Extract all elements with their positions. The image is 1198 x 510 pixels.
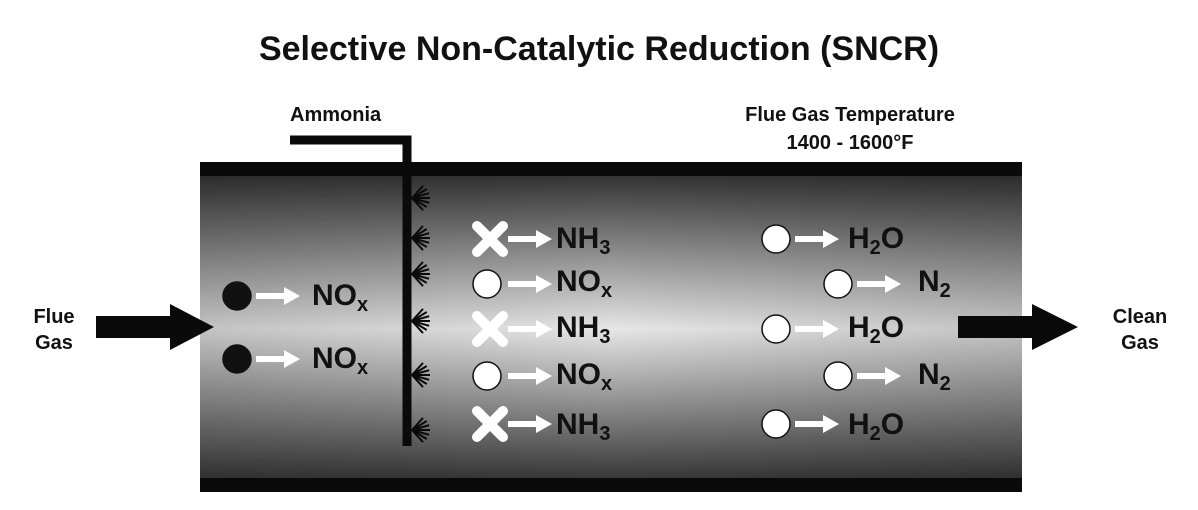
injection-species: NH3 — [556, 311, 611, 348]
inlet-species: NOx — [312, 342, 369, 379]
molecule-circle — [761, 409, 791, 439]
flow-arrow-head — [536, 320, 552, 338]
ammonia-label: Ammonia — [290, 104, 382, 126]
clean-gas-label-line1: Clean — [1112, 306, 1168, 328]
flow-arrow-head — [284, 350, 300, 368]
flow-arrow-head — [885, 367, 901, 385]
ammonia-cross — [472, 311, 508, 347]
flow-arrow-head — [536, 275, 552, 293]
flow-arrow-head — [885, 275, 901, 293]
flue-gas-label-line1: Flue — [33, 306, 75, 328]
flow-arrow-head — [823, 415, 839, 433]
clean-gas-outlet-arrow — [958, 304, 1078, 350]
flue-gas-label-line2: Gas — [35, 332, 73, 354]
molecule-circle — [761, 224, 791, 254]
injection-nozzles — [411, 185, 430, 443]
product-species: H2O — [848, 222, 905, 259]
spray-ray — [411, 374, 424, 388]
spray-ray — [411, 237, 424, 251]
injection-species: NOx — [556, 358, 613, 395]
ammonia-injection-pipe — [290, 135, 412, 446]
injection-species: NH3 — [556, 408, 611, 445]
temperature-label-line2: 1400 - 1600°F — [786, 132, 914, 154]
molecule-circle — [472, 361, 502, 391]
diagram-title: Selective Non-Catalytic Reduction (SNCR) — [258, 30, 940, 68]
product-species: H2O — [848, 408, 905, 445]
molecule-circle — [472, 269, 502, 299]
inlet-species: NOx — [312, 279, 369, 316]
injection-species: NOx — [556, 265, 613, 302]
flow-arrow-head — [536, 230, 552, 248]
molecule-circle — [823, 269, 853, 299]
molecule-circle — [222, 281, 252, 311]
molecule-circle — [823, 361, 853, 391]
spray-ray — [411, 320, 424, 334]
product-species: N2 — [918, 358, 951, 395]
injection-species: NH3 — [556, 222, 611, 259]
temperature-label-line1: Flue Gas Temperature — [745, 104, 955, 126]
molecule-markers — [222, 221, 901, 442]
spray-ray — [411, 197, 424, 211]
flow-arrow-head — [536, 415, 552, 433]
molecule-circle — [761, 314, 791, 344]
flow-arrow-head — [823, 230, 839, 248]
ammonia-cross — [472, 406, 508, 442]
flue-duct — [200, 162, 1022, 492]
flow-arrow-head — [536, 367, 552, 385]
clean-gas-label-line2: Gas — [1121, 332, 1159, 354]
spray-ray — [411, 273, 424, 287]
flow-arrow-head — [823, 320, 839, 338]
ammonia-cross — [472, 221, 508, 257]
product-species: N2 — [918, 265, 951, 302]
spray-ray — [411, 429, 424, 443]
product-species: H2O — [848, 311, 905, 348]
flow-arrow-head — [284, 287, 300, 305]
flue-gas-inlet-arrow — [96, 304, 214, 350]
molecule-circle — [222, 344, 252, 374]
